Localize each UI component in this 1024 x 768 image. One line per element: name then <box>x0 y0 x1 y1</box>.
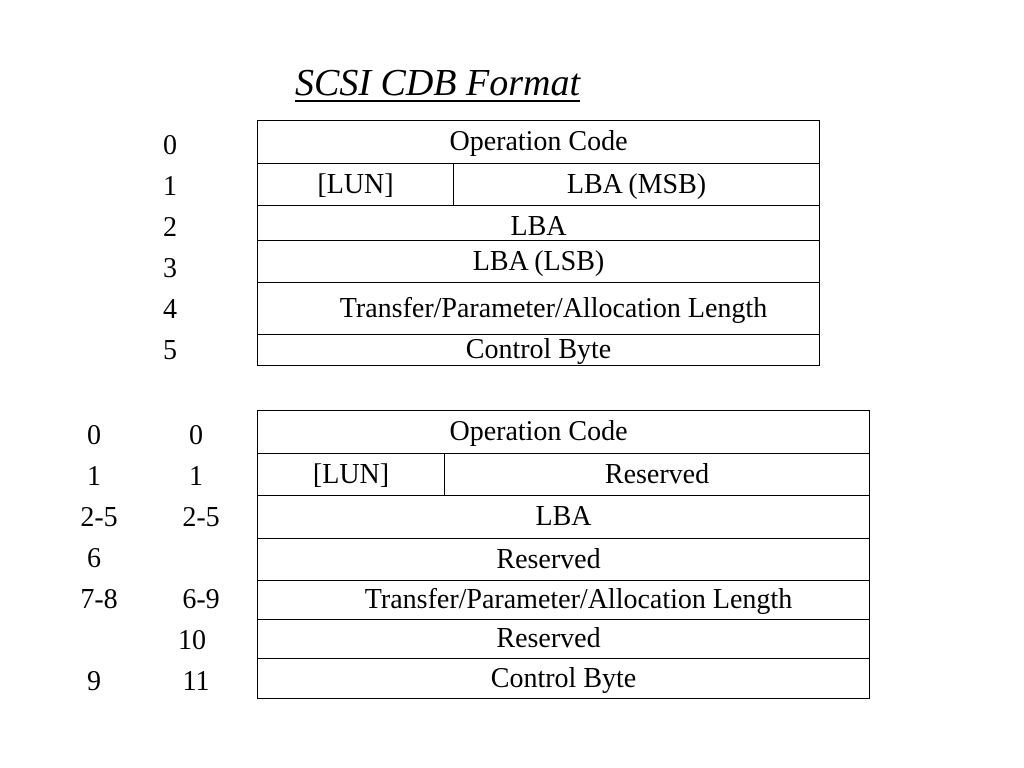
cdb10-table: Operation Code [LUN] Reserved LBA Reserv… <box>257 410 870 699</box>
byte-label: 4 <box>163 294 177 325</box>
table-cell: Operation Code <box>449 416 628 447</box>
table-cell: Control Byte <box>465 334 612 365</box>
table-row: Reserved <box>258 619 869 658</box>
byte-label: 11 <box>182 666 210 697</box>
table-row: Control Byte <box>258 334 819 365</box>
table-row: Operation Code <box>258 411 869 453</box>
table-cell: Control Byte <box>490 662 637 694</box>
table-row: Reserved <box>258 538 869 580</box>
byte-label: 9 <box>87 666 101 697</box>
byte-label: 2-5 <box>182 502 220 533</box>
byte-label: 5 <box>163 335 177 366</box>
table-row: [LUN] LBA (MSB) <box>258 163 819 205</box>
table-cell: Transfer/Parameter/Allocation Length <box>364 584 793 615</box>
table-row: LBA <box>258 495 869 538</box>
table-row: Transfer/Parameter/Allocation Length <box>258 282 819 334</box>
table-cell: Reserved <box>496 623 601 654</box>
byte-label: 1 <box>163 171 177 202</box>
table-cell: [LUN] <box>258 164 454 205</box>
byte-label: 6-9 <box>182 584 220 615</box>
byte-label: 2-5 <box>80 502 118 533</box>
byte-label: 1 <box>189 461 203 492</box>
table-row: Control Byte <box>258 658 869 698</box>
byte-label: 0 <box>189 420 203 451</box>
byte-label: 7-8 <box>80 584 118 615</box>
table-row: LBA <box>258 205 819 242</box>
table-cell: [LUN] <box>258 454 445 495</box>
byte-label: 0 <box>87 420 101 451</box>
table-cell: LBA <box>510 211 567 242</box>
table-cell: Transfer/Parameter/Allocation Length <box>339 292 768 324</box>
table-row: Operation Code <box>258 121 819 163</box>
table-cell: Operation Code <box>449 126 628 157</box>
table-cell: LBA (LSB) <box>472 245 605 277</box>
byte-label: 3 <box>163 253 177 284</box>
byte-label: 2 <box>163 212 177 243</box>
cdb6-table: Operation Code [LUN] LBA (MSB) LBA LBA (… <box>257 120 820 366</box>
table-cell: LBA <box>535 501 592 532</box>
table-row: [LUN] Reserved <box>258 453 869 495</box>
byte-label: 1 <box>87 461 101 492</box>
byte-label: 0 <box>163 130 177 161</box>
table-row: Transfer/Parameter/Allocation Length <box>258 580 869 619</box>
table-row: LBA (LSB) <box>258 240 819 282</box>
diagram-title: SCSI CDB Format <box>295 62 580 104</box>
table-cell: Reserved <box>604 458 710 490</box>
table-cell: Reserved <box>496 543 601 575</box>
byte-label: 10 <box>178 625 206 656</box>
byte-label: 6 <box>87 543 101 574</box>
table-cell: LBA (MSB) <box>566 168 707 200</box>
